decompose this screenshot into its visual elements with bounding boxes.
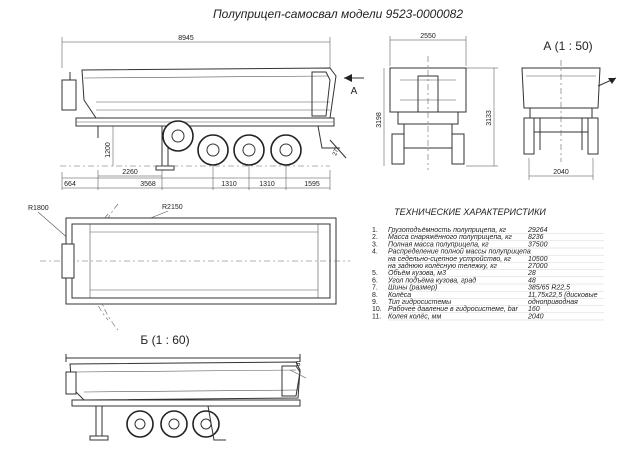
spec-number: 6. [372, 277, 378, 284]
dim-height-a: 3198 [376, 112, 383, 128]
spec-number: 5. [372, 270, 378, 277]
spec-number: 2. [372, 234, 378, 241]
spec-label: Шины (размер) [388, 285, 437, 292]
dim-rear-overhang: 1595 [304, 181, 320, 188]
spec-value: 27000 [527, 263, 548, 270]
front-view: 2550 3198 3133 [376, 33, 498, 170]
spec-number: 3. [372, 241, 378, 248]
spec-label: Тип гидросистемы [388, 298, 452, 306]
dim-axle-base-2: 1310 [259, 181, 275, 188]
side-view: 8945 27° 1200 [60, 35, 364, 190]
spec-number: 10. [372, 306, 382, 313]
spec-label: Угол подъёма кузова, град [387, 276, 476, 284]
dim-width: 2550 [420, 33, 436, 40]
spec-label: Полная масса полуприцепа, кг [388, 241, 489, 248]
dim-radius-1: R1800 [28, 205, 49, 212]
view-a-title: А (1 : 50) [543, 39, 592, 53]
rear-view-a: А (1 : 50) 2040 [521, 39, 617, 180]
spec-number: 4. [372, 249, 378, 256]
dim-height-b: 3133 [486, 110, 493, 126]
spec-row: 8. Колёса 11,75x22,5 (дисковые [372, 291, 604, 299]
spec-row: 4. Распределение полной массы полуприцепа [372, 248, 604, 256]
drawing-title: Полуприцеп-самосвал модели 9523-0000082 [213, 7, 463, 21]
spec-value: 37500 [528, 241, 548, 248]
spec-row: 1. Грузоподъёмность полуприцепа, кг 29264 [372, 226, 604, 234]
spec-row: 9. Тип гидросистемы одноприводная [372, 298, 604, 306]
view-b: Б (1 : 60) Б [65, 333, 307, 441]
spec-label: Объём кузова, м3 [388, 269, 446, 277]
spec-value: 2040 [527, 313, 544, 320]
spec-row: 3. Полная масса полуприцепа, кг 37500 [372, 241, 604, 248]
spec-row: 2. Масса снаряжённого полуприцепа, кг 8236 [372, 234, 604, 241]
specs-table: ТЕХНИЧЕСКИЕ ХАРАКТЕРИСТИКИ 1. Грузоподъём… [372, 207, 604, 320]
spec-number: 1. [372, 227, 378, 234]
specs-title: ТЕХНИЧЕСКИЕ ХАРАКТЕРИСТИКИ [394, 207, 546, 217]
top-view: R1800 R2150 [28, 203, 350, 331]
view-b-arrow-label: Б [296, 361, 301, 368]
view-a-arrow-label: А [351, 86, 358, 97]
spec-value: 29264 [527, 227, 548, 234]
spec-number: 8. [372, 292, 378, 299]
dim-kingpin-to-axle: 3568 [140, 181, 156, 188]
spec-row: 11. Колея колёс, мм 2040 [372, 313, 604, 320]
spec-value: 160 [528, 306, 540, 313]
spec-label: на заднюю колёсную тележку, кг [388, 262, 497, 270]
dim-kingpin-to-leg: 2260 [122, 169, 138, 176]
dim-total-length: 8945 [178, 35, 194, 42]
dim-axle-base-1: 1310 [221, 181, 237, 188]
dim-radius-2: R2150 [162, 204, 183, 211]
spec-row: 7. Шины (размер) 385/65 R22,5 [372, 285, 604, 292]
spec-label: Колея колёс, мм [388, 313, 441, 320]
spec-value: 28 [527, 270, 536, 277]
spec-label: Грузоподъёмность полуприцепа, кг [388, 226, 507, 234]
spec-label: на седельно-сцепное устройство, кг [388, 255, 511, 263]
spec-value: 8236 [528, 234, 544, 241]
dim-hitch-height: 1200 [105, 142, 112, 158]
spec-label: Распределение полной массы полуприцепа [388, 248, 531, 256]
dim-track: 2040 [553, 169, 569, 176]
spec-label: Масса снаряжённого полуприцепа, кг [388, 234, 512, 241]
spec-row: 10. Рабочее давление в гидросистеме, bar 1… [372, 305, 604, 313]
spec-value: 48 [528, 277, 536, 284]
spec-number: 11. [372, 313, 381, 320]
spec-value: 11,75x22,5 (дисковые [528, 291, 598, 299]
spec-row: на заднюю колёсную тележку, кг 27000 [388, 262, 604, 270]
spec-value: 385/65 R22,5 [528, 285, 570, 292]
spec-value: 10500 [528, 256, 548, 263]
spec-number: 7. [372, 285, 378, 292]
dim-front-overhang: 664 [64, 181, 76, 188]
spec-value: одноприводная [528, 298, 578, 306]
spec-row: на седельно-сцепное устройство, кг 10500 [388, 255, 604, 263]
spec-number: 9. [372, 299, 378, 306]
spec-row: 6. Угол подъёма кузова, град 48 [372, 276, 604, 284]
dim-angle: 27° [332, 146, 341, 157]
spec-label: Рабочее давление в гидросистеме, bar [388, 305, 519, 313]
spec-row: 5. Объём кузова, м3 28 [372, 269, 604, 277]
spec-label: Колёса [388, 292, 411, 299]
view-b-title: Б (1 : 60) [140, 333, 189, 347]
